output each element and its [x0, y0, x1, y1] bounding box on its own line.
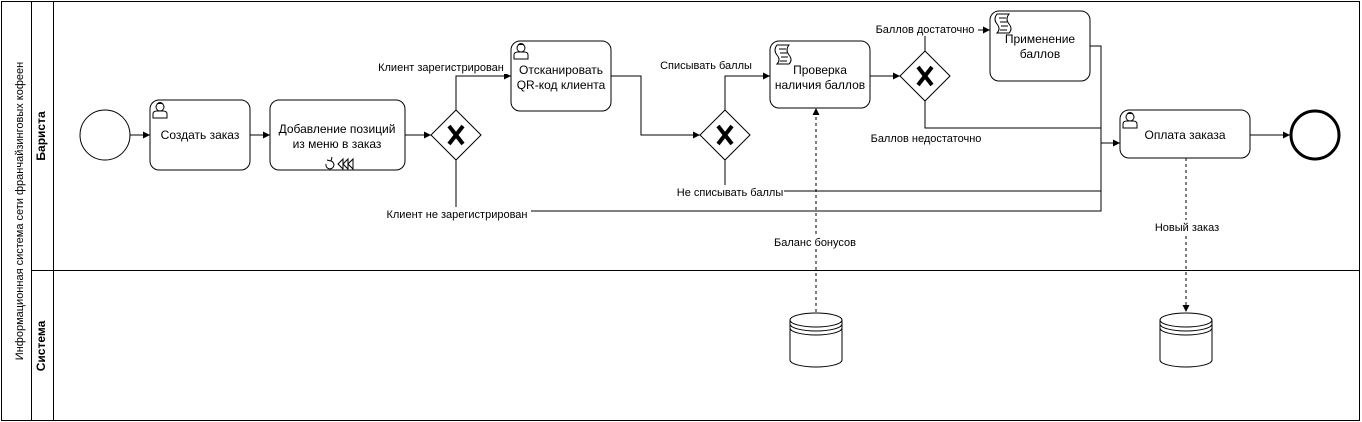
- task-check-points[interactable]: Проверка наличия баллов: [769, 40, 871, 109]
- label-dont-use-points: Не списывать баллы: [677, 187, 784, 199]
- task-apply-points[interactable]: Применение баллов: [989, 10, 1091, 82]
- script-task-icon: [774, 44, 792, 65]
- label-use-points: Списывать баллы: [660, 60, 752, 72]
- label-client-not-registered: Клиент не зарегистрирован: [386, 209, 527, 221]
- loop-task-icon: [325, 156, 354, 171]
- pool-title: Информационная система сети франчайзинго…: [14, 62, 26, 360]
- end-event[interactable]: [1289, 109, 1341, 161]
- task-scan-qr[interactable]: Отсканировать QR-код клиента: [510, 40, 612, 112]
- datastore-bonus-balance[interactable]: [789, 312, 843, 368]
- task-create-order[interactable]: Создать заказ: [149, 99, 251, 171]
- lane-title-barista: Бариста: [34, 111, 48, 161]
- task-label-line2: из меню в заказ: [293, 137, 382, 151]
- flow-use-points: [724, 72, 770, 110]
- lane-title-system: Система: [34, 320, 48, 371]
- gateway-client-registered[interactable]: [430, 109, 482, 161]
- gateway-use-points[interactable]: [699, 109, 751, 161]
- data-associations: [812, 108, 1190, 312]
- task-label-line2: баллов: [1020, 47, 1060, 61]
- flow-not-registered: [455, 139, 1120, 212]
- flow-not-enough: [924, 101, 1101, 129]
- label-new-order: Новый заказ: [1155, 222, 1219, 234]
- flow-registered: [455, 72, 511, 110]
- flow-labels: Клиент зарегистрирован Клиент не зарегис…: [376, 22, 1223, 249]
- label-bonus-balance: Баланс бонусов: [774, 237, 856, 249]
- task-label-line1: Применение: [1005, 32, 1076, 46]
- user-task-icon: [513, 43, 529, 60]
- label-enough-points: Баллов достаточно: [876, 24, 975, 36]
- datastore-new-order[interactable]: [1159, 312, 1213, 368]
- label-not-enough-points: Баллов недостаточно: [871, 133, 982, 145]
- task-pay-order[interactable]: Оплата заказа: [1119, 109, 1251, 159]
- start-event[interactable]: [79, 109, 131, 161]
- task-label-line1: Проверка: [793, 63, 847, 77]
- task-label: Создать заказ: [161, 128, 240, 142]
- script-task-icon: [994, 13, 1012, 34]
- task-label-line2: наличия баллов: [775, 78, 865, 92]
- task-label-line1: Отсканировать: [519, 63, 603, 77]
- user-task-icon: [1122, 112, 1138, 129]
- task-add-items[interactable]: Добавление позиций из меню в заказ: [269, 99, 406, 171]
- label-client-registered: Клиент зарегистрирован: [378, 62, 504, 74]
- task-label-line2: QR-код клиента: [517, 78, 606, 92]
- gateway-enough-points[interactable]: [899, 50, 951, 102]
- task-label: Оплата заказа: [1144, 128, 1225, 142]
- flow-scan-to-gateway2: [610, 75, 700, 139]
- flow-apply-to-pay: [1090, 45, 1102, 143]
- user-task-icon: [152, 102, 168, 119]
- task-label-line1: Добавление позиций: [279, 122, 396, 136]
